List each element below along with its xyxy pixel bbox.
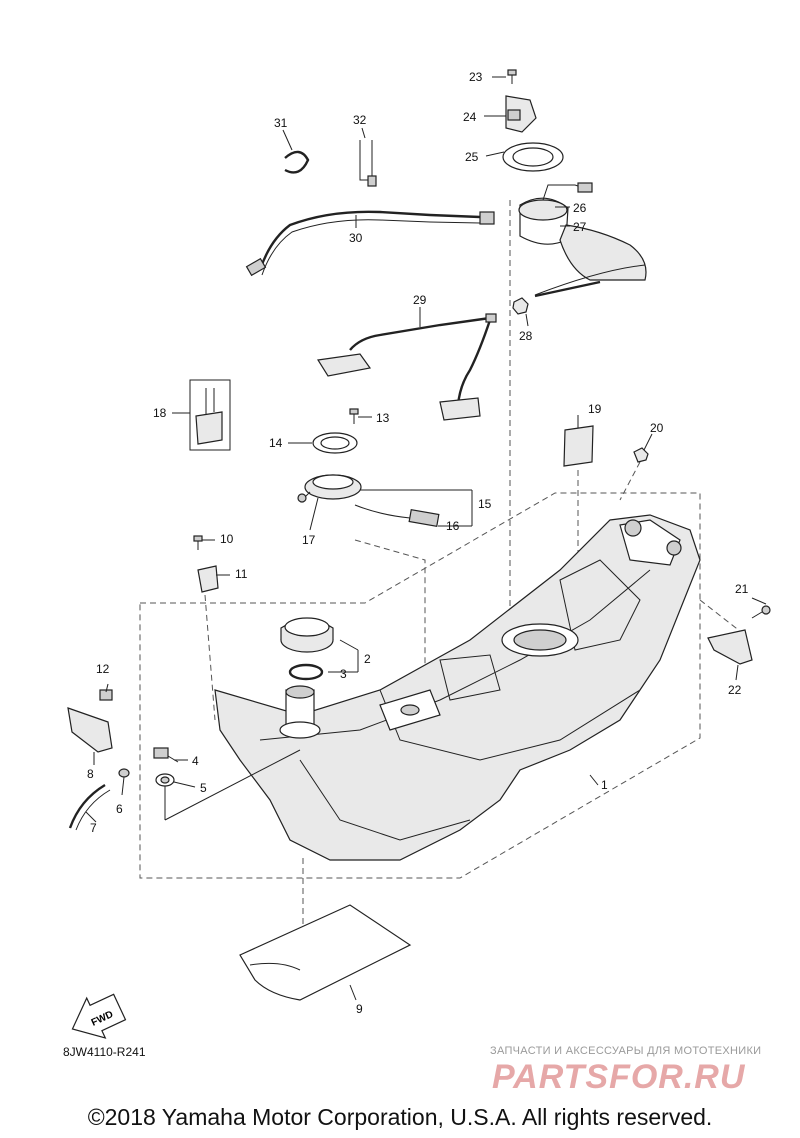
callout-20: 20 — [650, 421, 664, 435]
callout-28: 28 — [519, 329, 533, 343]
grommet-5 — [155, 773, 175, 787]
clip-32 — [359, 140, 377, 187]
callout-19: 19 — [588, 402, 602, 416]
callout-18: 18 — [153, 406, 167, 420]
pad-8 — [67, 707, 113, 753]
damper-11 — [197, 565, 219, 593]
pad-19 — [563, 425, 594, 467]
nut-6 — [118, 768, 130, 778]
breather-hose-29 — [317, 313, 497, 421]
callout-3: 3 — [340, 667, 347, 681]
sender-unit-15 — [297, 474, 440, 528]
callout-1: 1 — [601, 778, 608, 792]
fwd-arrow: FWD — [71, 993, 127, 1039]
fuel-hose-30 — [245, 210, 495, 277]
callout-5: 5 — [200, 781, 207, 795]
diagram-code: 8JW4110-R241 — [63, 1045, 146, 1059]
bracket-22 — [707, 629, 753, 665]
callout-labels: 23 24 25 26 27 31 32 30 29 28 18 13 19 2… — [87, 70, 749, 1016]
clamp-31 — [284, 150, 310, 174]
gasket-14 — [312, 432, 358, 454]
nut-28 — [512, 297, 529, 315]
watermark-tagline: ЗАПЧАСТИ И АКСЕССУАРЫ ДЛЯ МОТОТЕХНИКИ — [490, 1045, 762, 1057]
sensor-unit-18 — [189, 379, 231, 451]
copyright-notice: ©2018 Yamaha Motor Corporation, U.S.A. A… — [87, 1104, 713, 1130]
hose-7-outline — [75, 789, 111, 831]
fitting-4 — [153, 747, 179, 763]
callout-21: 21 — [735, 582, 749, 596]
fuel-cap — [280, 617, 334, 653]
watermark-logo: PARTSFOR.RU — [492, 1058, 746, 1096]
leader-lines — [85, 76, 767, 1001]
callout-12: 12 — [96, 662, 110, 676]
callout-25: 25 — [465, 150, 479, 164]
bolt-10 — [193, 535, 203, 550]
fuel-tank — [214, 514, 701, 861]
callout-15: 15 — [478, 497, 492, 511]
callout-30: 30 — [349, 231, 363, 245]
callout-13: 13 — [376, 411, 390, 425]
callout-27: 27 — [573, 220, 587, 234]
callout-23: 23 — [469, 70, 483, 84]
callout-29: 29 — [413, 293, 427, 307]
hose-7 — [68, 783, 106, 829]
bolt-13 — [349, 408, 359, 424]
callout-16: 16 — [446, 519, 460, 533]
callout-10: 10 — [220, 532, 234, 546]
nut-20 — [633, 447, 649, 463]
callout-8: 8 — [87, 767, 94, 781]
fuel-pump-assembly — [502, 95, 647, 298]
callout-31: 31 — [274, 116, 288, 130]
cap-gasket — [288, 663, 324, 681]
callout-22: 22 — [728, 683, 742, 697]
filler-neck — [279, 685, 321, 739]
callout-26: 26 — [573, 201, 587, 215]
bolt-21 — [751, 605, 771, 619]
bolt-23 — [507, 69, 517, 84]
callout-17: 17 — [302, 533, 316, 547]
callout-14: 14 — [269, 436, 283, 450]
cover-sheet-9-line — [249, 962, 301, 971]
callout-4: 4 — [192, 754, 199, 768]
callout-11: 11 — [235, 567, 248, 581]
callout-6: 6 — [116, 802, 123, 816]
callout-32: 32 — [353, 113, 367, 127]
callout-9: 9 — [356, 1002, 363, 1016]
callout-2: 2 — [364, 652, 371, 666]
cover-sheet-9 — [239, 904, 412, 1001]
callout-24: 24 — [463, 110, 477, 124]
callout-7: 7 — [90, 821, 97, 835]
assembly-outlines — [139, 200, 746, 925]
